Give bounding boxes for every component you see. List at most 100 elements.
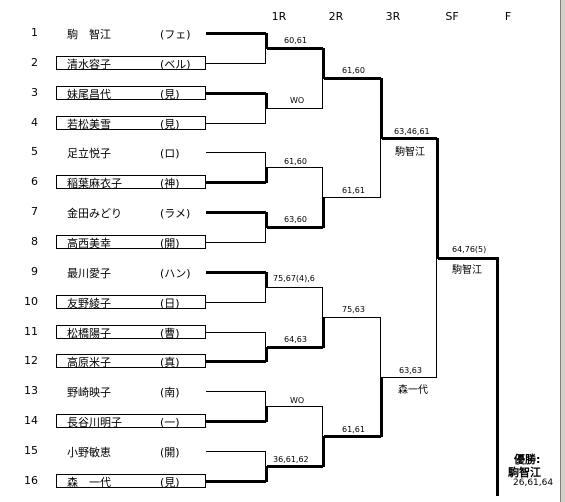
score-r3-m2: 63,63	[399, 366, 422, 375]
r3-line	[324, 77, 381, 80]
r3-winner-connector	[380, 377, 383, 437]
player-name: 駒 智江	[67, 28, 111, 41]
player-club: (ロ)	[160, 147, 180, 161]
player-name: 金田みどり	[67, 207, 122, 221]
sf-winner-connector	[436, 138, 439, 259]
r1-line	[206, 32, 266, 35]
sf-line	[382, 377, 437, 378]
score-r1-m1: 60,61	[284, 36, 307, 45]
champion-name: 駒智江	[508, 466, 541, 479]
r2-line	[267, 287, 323, 288]
score-r2-m4: 61,61	[342, 425, 365, 434]
player-box	[56, 414, 206, 429]
player-club: (南)	[160, 386, 180, 400]
r1-line	[206, 271, 266, 274]
player-seed: 12	[24, 354, 38, 368]
player-club: (見)	[160, 87, 180, 101]
r2-winner-connector	[322, 197, 325, 228]
player-seed: 6	[31, 175, 38, 189]
player-seed: 15	[24, 443, 38, 457]
r2-winner-connector	[322, 436, 325, 467]
r1-winner-connector	[265, 347, 268, 362]
player-name: 若松美雪	[67, 117, 111, 131]
round-header-2r: 2R	[328, 10, 344, 23]
player-name: 高西美幸	[67, 236, 111, 250]
player-name: 長谷川明子	[67, 416, 122, 430]
sf-line	[382, 137, 437, 140]
r1-winner-connector	[265, 272, 268, 288]
player-club: (見)	[160, 475, 180, 489]
score-r1-m4: 63,60	[284, 215, 307, 224]
r2-line	[267, 226, 323, 229]
r1-line	[206, 451, 266, 452]
score-r3-m1: 63,46,61	[394, 127, 430, 136]
r1-line	[206, 181, 266, 184]
score-r2-m2: 61,61	[342, 186, 365, 195]
champion-score: 26,61,64	[513, 478, 554, 488]
player-club: (ハン)	[160, 266, 191, 280]
round-header-sf: SF	[445, 10, 459, 23]
r1-line	[206, 211, 266, 214]
r2-line	[267, 406, 323, 407]
r2-line	[267, 465, 323, 468]
r1-line	[206, 332, 266, 333]
score-r1-m3: 61,60	[284, 157, 307, 166]
player-name: 友野綾子	[67, 296, 111, 310]
r2-winner-connector	[322, 317, 325, 348]
player-name: 野崎映子	[67, 386, 111, 400]
player-name: 高原米子	[67, 356, 111, 370]
player-seed: 9	[31, 264, 38, 278]
player-name: 稲葉麻衣子	[67, 177, 122, 191]
player-name: 足立悦子	[67, 147, 111, 161]
player-box	[56, 234, 206, 249]
r1-line	[206, 152, 266, 153]
score-r1-m2: WO	[290, 96, 305, 105]
player-name: 最川愛子	[67, 266, 111, 280]
player-box	[56, 115, 206, 130]
r1-line	[206, 360, 266, 363]
champion-label: 優勝:	[514, 453, 541, 466]
player-name: 松橋陽子	[67, 326, 111, 340]
player-seed: 1	[31, 26, 38, 39]
player-box	[56, 294, 206, 309]
sf-advancer: 駒智江	[452, 265, 482, 276]
r1-winner-connector	[265, 167, 268, 183]
player-box	[56, 175, 206, 190]
score-r1-m7: WO	[290, 396, 305, 405]
player-seed: 7	[31, 205, 38, 219]
round-header-1r: 1R	[271, 10, 287, 23]
score-sf: 64,76(5)	[452, 245, 487, 254]
r1-line	[206, 123, 266, 124]
r3-advancer-top: 駒智江	[395, 147, 425, 158]
score-r2-m3: 75,63	[342, 305, 365, 314]
player-seed: 11	[24, 324, 38, 338]
player-seed: 13	[24, 384, 38, 398]
r3-line	[324, 197, 381, 198]
player-name: 妹尾昌代	[67, 87, 111, 101]
player-seed: 4	[31, 115, 38, 129]
player-club: (開)	[160, 236, 180, 250]
player-box	[56, 473, 206, 488]
player-seed: 5	[31, 145, 38, 159]
r3-line	[324, 317, 381, 318]
player-club: (見)	[160, 117, 180, 131]
r1-winner-connector	[265, 33, 268, 49]
player-seed: 8	[31, 234, 38, 248]
r2-line	[267, 47, 323, 50]
r2-line	[267, 167, 323, 168]
r1-line	[206, 302, 266, 303]
round-header-3r: 3R	[385, 10, 401, 23]
r3-connector	[380, 317, 381, 436]
score-r1-m6: 64,63	[284, 335, 307, 344]
player-name: 清水容子	[67, 57, 111, 71]
r3-advancer-bottom: 森一代	[398, 385, 428, 396]
player-box	[56, 324, 206, 339]
player-club: (真)	[160, 356, 180, 370]
player-club: (ベル)	[160, 57, 191, 71]
player-seed: 14	[24, 414, 38, 428]
player-box	[56, 85, 206, 100]
r2-line	[267, 108, 323, 109]
r3-line	[324, 435, 381, 438]
player-club: (日)	[160, 296, 180, 310]
r1-connector	[265, 332, 266, 361]
